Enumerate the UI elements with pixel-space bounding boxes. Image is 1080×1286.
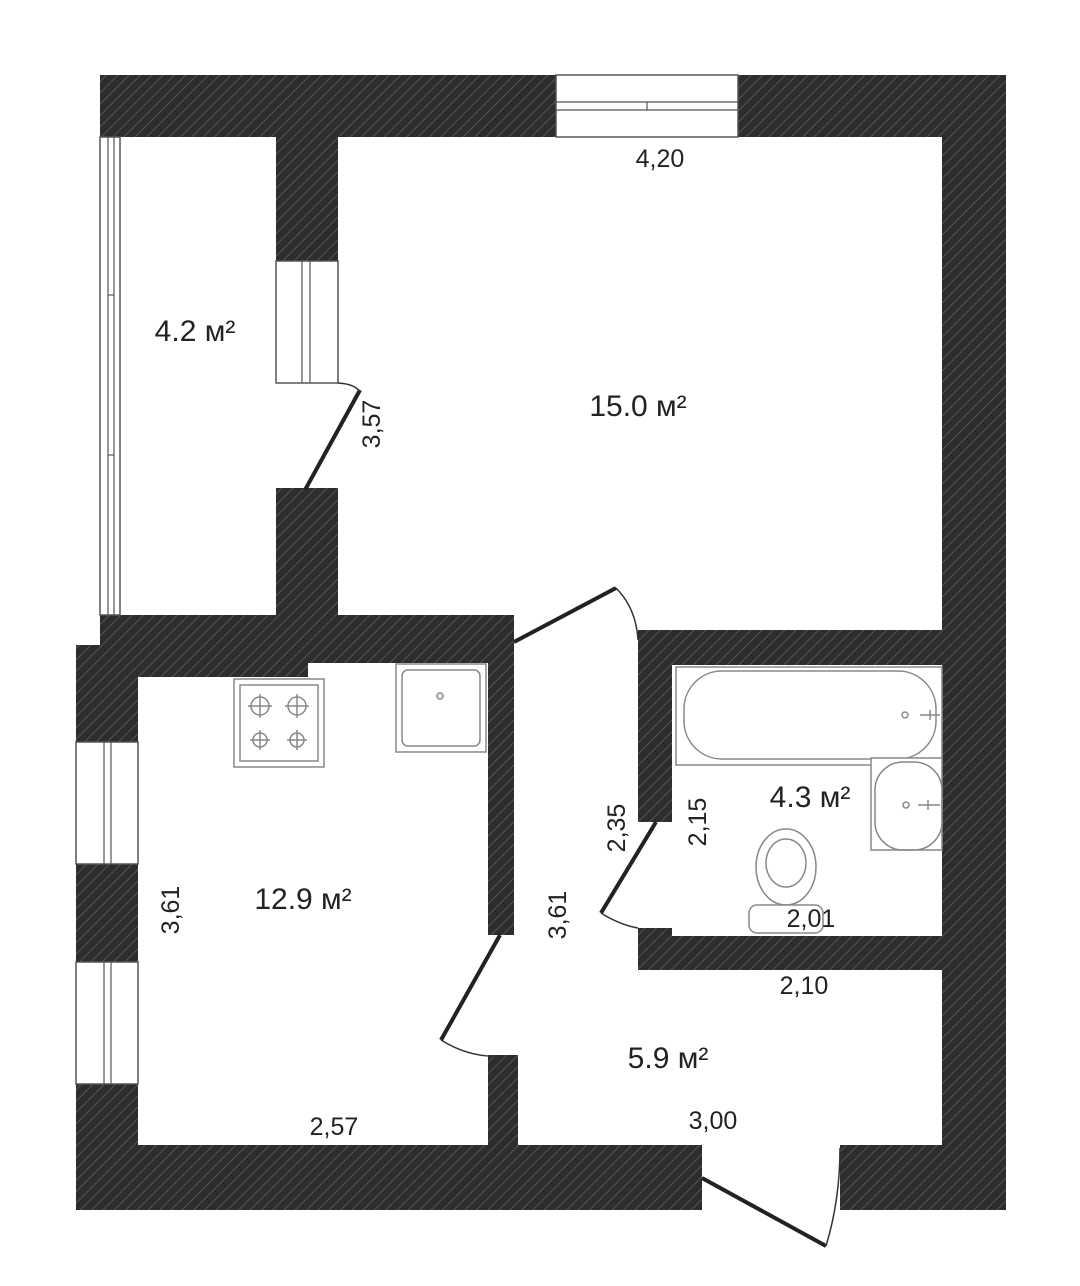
dim-balcony-door: 3,57 — [358, 400, 386, 449]
window-partition — [275, 260, 339, 384]
dim-bath-left: 2,35 — [603, 804, 631, 853]
wall-bottom-left — [76, 1145, 702, 1210]
room-labels: 4.2 м² 15.0 м² 12.9 м² 4.3 м² 5.9 м² — [155, 315, 851, 1075]
door-living — [513, 586, 639, 644]
wall-kitchen-corridor — [488, 660, 514, 935]
dimension-labels: 4,20 3,57 3,61 2,57 3,61 2,35 2,15 2,01 … — [157, 145, 835, 1141]
dim-bath-width-inner: 2,01 — [787, 905, 836, 933]
dim-bath-inner: 2,15 — [684, 798, 712, 847]
wall-partition-upper — [276, 137, 338, 261]
wall-partition-lower — [276, 488, 338, 630]
walls — [76, 75, 1006, 1210]
bathtub-icon — [675, 666, 943, 766]
hall-area: 5.9 м² — [628, 1042, 709, 1075]
door-balcony — [303, 382, 362, 491]
door-entrance — [701, 1147, 841, 1248]
dim-hall-width: 3,00 — [689, 1107, 738, 1135]
kitchen-area: 12.9 м² — [254, 883, 351, 916]
dim-corridor-height: 3,61 — [544, 891, 572, 940]
doors — [303, 382, 841, 1248]
dim-kitchen-width: 2,57 — [310, 1113, 359, 1141]
wall-bath-left — [638, 630, 672, 822]
window-top — [555, 74, 739, 138]
dim-living-width: 4,20 — [636, 145, 685, 173]
window-kitchen-upper — [75, 741, 139, 865]
stove-icon — [233, 678, 325, 768]
door-kitchen — [439, 934, 502, 1057]
washbasin-icon — [870, 757, 943, 851]
dim-kitchen-height: 3,61 — [157, 886, 185, 935]
wall-bottom-right — [840, 1145, 1006, 1210]
sink-icon — [395, 663, 487, 753]
windows — [75, 74, 739, 1085]
bathroom-area: 4.3 м² — [770, 781, 851, 814]
wall-kitchen-top2 — [308, 645, 514, 663]
dim-bath-width: 2,10 — [780, 972, 829, 1000]
wall-kitchen-top — [138, 645, 308, 677]
toilet-icon — [748, 828, 824, 934]
wall-bath-bottom — [638, 936, 1006, 970]
balcony-area: 4.2 м² — [155, 315, 236, 348]
door-bathroom — [599, 820, 658, 929]
window-balcony — [99, 136, 121, 616]
window-kitchen-lower — [75, 961, 139, 1085]
wall-mid-right — [638, 630, 1006, 665]
living-area: 15.0 м² — [589, 390, 686, 423]
wall-kitchen-left — [76, 645, 138, 1210]
fixtures — [233, 663, 943, 934]
wall-top-left — [100, 75, 556, 137]
